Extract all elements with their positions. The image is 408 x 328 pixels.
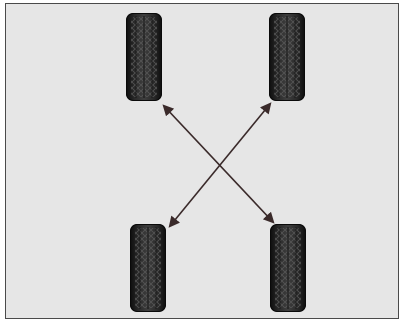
tire-icon bbox=[126, 13, 162, 101]
tire-icon bbox=[130, 224, 166, 312]
tire-rear-left bbox=[130, 224, 166, 312]
tire-front-left bbox=[126, 13, 162, 101]
tire-rear-right bbox=[270, 224, 306, 312]
tire-icon bbox=[270, 224, 306, 312]
arrow-front-right-to-rear-left bbox=[170, 104, 270, 226]
tire-icon bbox=[269, 13, 305, 101]
tire-front-right bbox=[269, 13, 305, 101]
arrow-front-left-to-rear-right bbox=[164, 106, 273, 222]
